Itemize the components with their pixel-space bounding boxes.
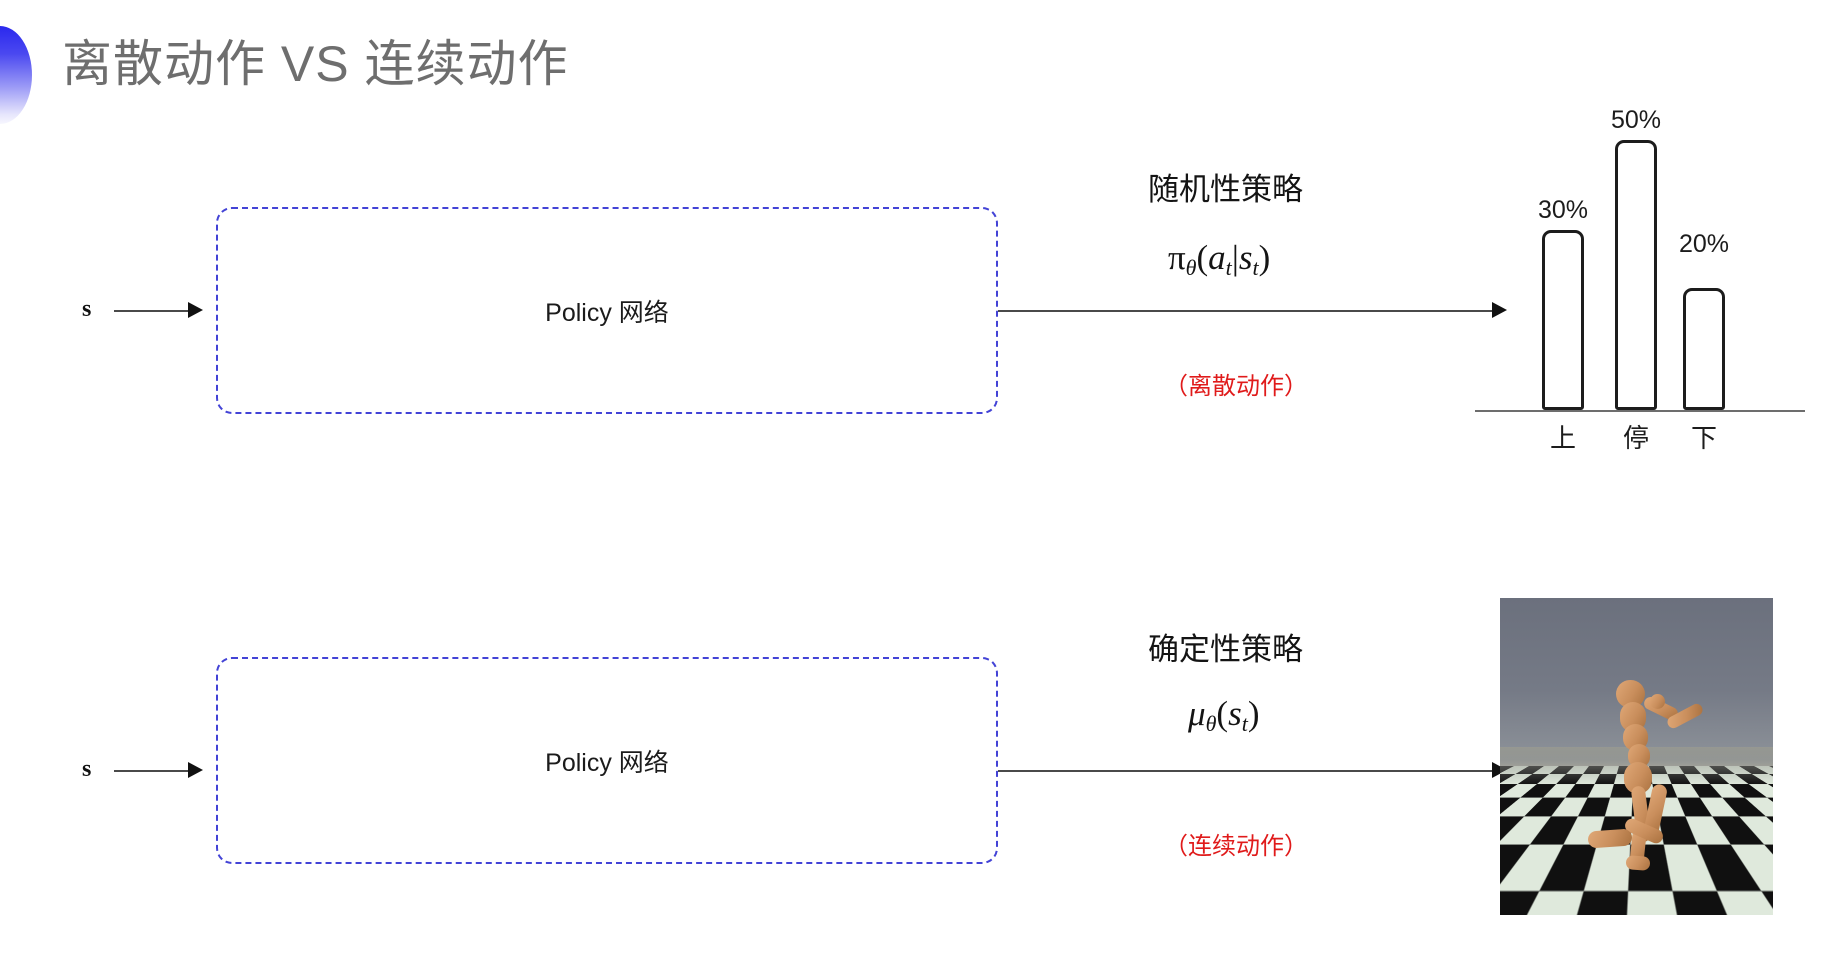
bar-value-up: 30% [1537,196,1589,224]
humanoid-simulation-image [1500,598,1773,915]
output-arrow-head-discrete [1492,302,1507,318]
discrete-action-note: （离散动作） [1164,373,1308,400]
bar-category-stop: 停 [1622,423,1649,453]
page-title: 离散动作 VS 连续动作 [62,36,569,92]
humanoid-rear-foot [1587,828,1633,849]
output-arrow-line-continuous [998,770,1498,772]
bar-down [1683,288,1725,410]
bar-stop [1615,140,1657,410]
chart-baseline-axis [1475,410,1805,412]
deterministic-policy-caption: 确定性策略 [1148,632,1303,667]
deterministic-policy-formula: μθ(st) [1188,694,1260,737]
bar-category-down: 下 [1690,423,1717,453]
action-probability-bar-chart: 30% 上 50% 停 20% 下 [1470,96,1810,453]
policy-network-label-continuous: Policy 网络 [545,748,669,777]
humanoid-hand [1650,694,1665,709]
bar-up [1542,230,1584,410]
policy-network-box-continuous[interactable]: Policy 网络 [216,657,998,864]
stochastic-policy-caption: 随机性策略 [1148,172,1303,207]
bar-value-stop: 50% [1610,106,1662,134]
state-arrow-head-discrete [188,302,203,318]
stochastic-policy-formula: πθ(at|st) [1168,238,1271,281]
state-input-label-discrete: s [82,296,92,322]
state-arrow-line-discrete [114,310,192,312]
policy-network-label-discrete: Policy 网络 [545,298,669,327]
state-arrow-line-continuous [114,770,192,772]
state-arrow-head-continuous [188,762,203,778]
continuous-action-note: （连续动作） [1164,833,1308,860]
output-arrow-line-discrete [998,310,1498,312]
humanoid-front-foot [1625,855,1651,871]
bar-value-down: 20% [1678,230,1730,258]
title-bullet-icon [0,26,32,124]
policy-network-box-discrete[interactable]: Policy 网络 [216,207,998,414]
state-input-label-continuous: s [82,756,92,782]
bar-category-up: 上 [1549,423,1576,453]
